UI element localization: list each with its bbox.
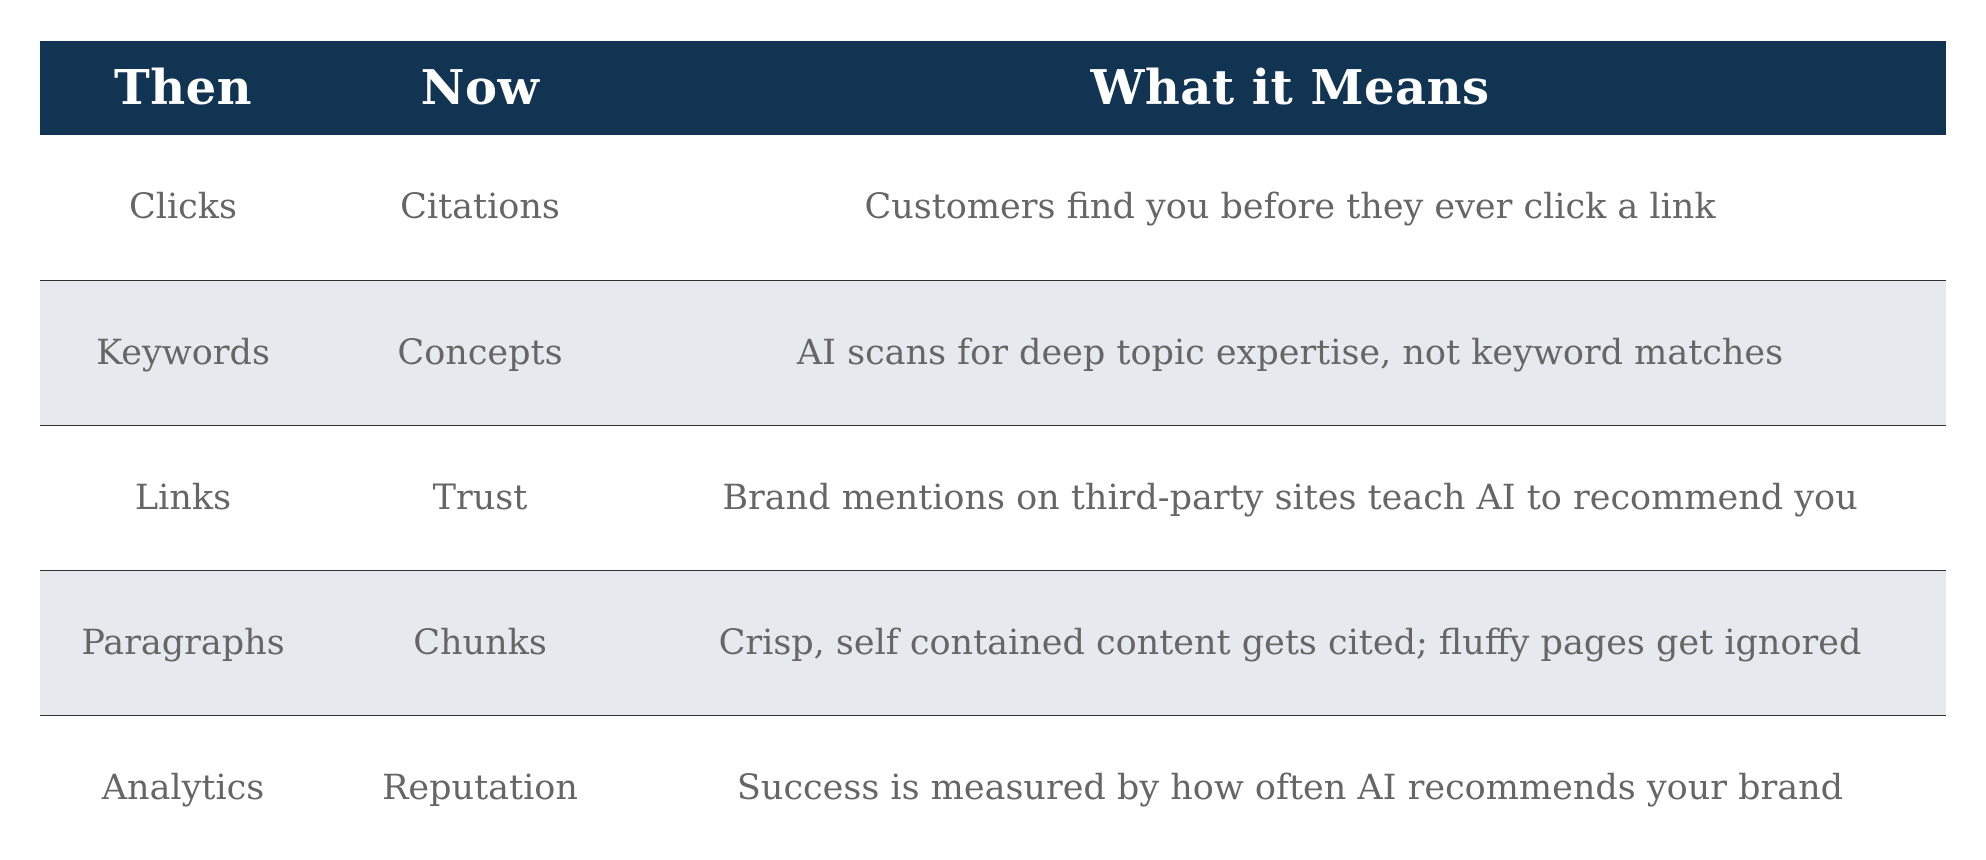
table-row: Clicks Citations Customers find you befo… <box>40 135 1946 280</box>
cell-now: Trust <box>432 477 528 518</box>
table-row: Analytics Reputation Success is measured… <box>40 715 1946 860</box>
comparison-table-container: Then Now What it Means Clicks Citations … <box>40 41 1946 860</box>
cell-now: Citations <box>400 187 560 228</box>
table-row: Paragraphs Chunks Crisp, self contained … <box>40 570 1946 715</box>
cell-then: Clicks <box>129 187 237 228</box>
cell-then: Links <box>134 477 232 518</box>
cell-now: Chunks <box>413 622 547 663</box>
cell-meaning: Crisp, self contained content gets cited… <box>718 622 1862 663</box>
table-row: Keywords Concepts AI scans for deep topi… <box>40 280 1946 425</box>
header-what-it-means: What it Means <box>1090 60 1490 116</box>
cell-then: Paragraphs <box>81 622 285 663</box>
cell-then: Keywords <box>96 332 270 373</box>
cell-meaning: Customers find you before they ever clic… <box>864 187 1716 228</box>
cell-now: Concepts <box>397 332 563 373</box>
cell-meaning: Success is measured by how often AI reco… <box>736 767 1844 808</box>
cell-meaning: Brand mentions on third-party sites teac… <box>722 477 1858 518</box>
table-row: Links Trust Brand mentions on third-part… <box>40 425 1946 570</box>
table-body: Clicks Citations Customers find you befo… <box>40 135 1946 860</box>
table-header: Then Now What it Means <box>40 41 1946 135</box>
comparison-table: Then Now What it Means Clicks Citations … <box>40 41 1946 860</box>
header-now: Now <box>420 60 540 116</box>
header-then: Then <box>113 60 253 116</box>
cell-now: Reputation <box>382 767 578 808</box>
header-row: Then Now What it Means <box>40 41 1946 135</box>
cell-then: Analytics <box>101 767 265 808</box>
cell-meaning: AI scans for deep topic expertise, not k… <box>796 332 1784 373</box>
